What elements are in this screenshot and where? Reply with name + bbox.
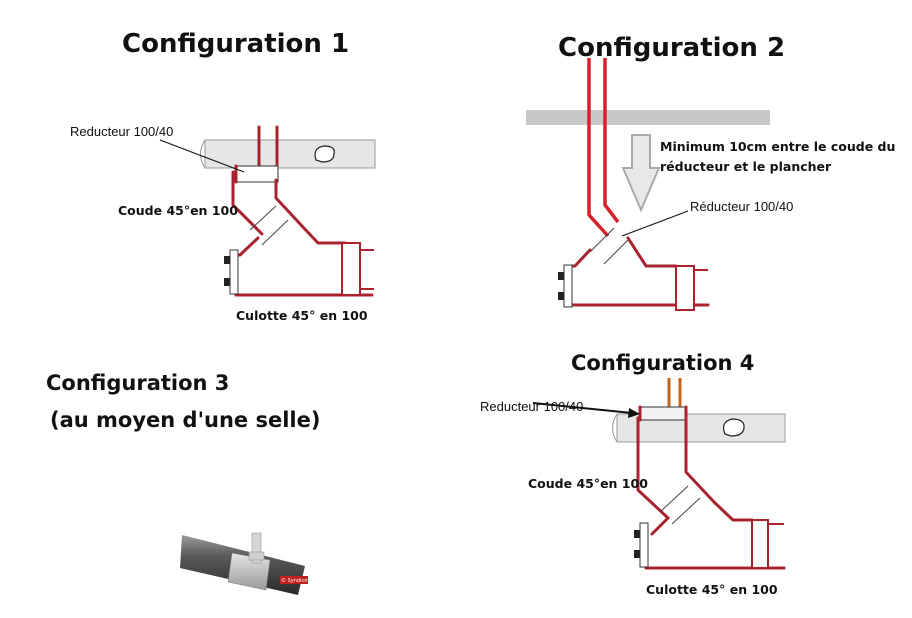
config-1-elbow-label: Coude 45°en 100 bbox=[118, 203, 238, 218]
config-2-reducer-label: Réducteur 100/40 bbox=[690, 199, 793, 214]
config-3-title-line2: (au moyen d'une selle) bbox=[50, 408, 320, 432]
config-4-title: Configuration 4 bbox=[571, 351, 754, 375]
config-4-wye-label: Culotte 45° en 100 bbox=[646, 582, 778, 597]
config-1-reducer-leader bbox=[159, 139, 245, 173]
config-4-reducer bbox=[638, 405, 688, 422]
config-4-flue-pipes bbox=[667, 378, 682, 412]
config-2-wye bbox=[558, 236, 710, 311]
config-2-ceiling-slab bbox=[526, 110, 770, 125]
config-1-elbow-wye bbox=[224, 170, 374, 297]
config-3-watermark: © Syndicme03.fr bbox=[281, 577, 325, 584]
config-4: Configuration 4 bbox=[480, 351, 786, 597]
config-1: Configuration 1 bbox=[70, 29, 376, 323]
config-3: Configuration 3 (au moyen d'une selle) bbox=[46, 371, 325, 595]
config-3-title-line1: Configuration 3 bbox=[46, 371, 229, 395]
config-2: Configuration 2 Minimum bbox=[526, 33, 895, 311]
config-2-reducer-leader bbox=[621, 210, 689, 237]
config-1-reducer-label: Reducteur 100/40 bbox=[70, 124, 173, 139]
config-2-note-line2: réducteur et le plancher bbox=[660, 159, 832, 174]
config-2-flue-pipes bbox=[587, 58, 620, 238]
config-1-wye-label: Culotte 45° en 100 bbox=[236, 308, 368, 323]
config-1-floor-slab bbox=[200, 139, 376, 169]
config-4-elbow-label: Coude 45°en 100 bbox=[528, 476, 648, 491]
config-3-saddle-photo: © Syndicme03.fr bbox=[180, 532, 325, 595]
rubble-icon bbox=[314, 145, 335, 163]
config-4-reducer-arrow bbox=[532, 402, 640, 418]
config-2-title: Configuration 2 bbox=[558, 33, 785, 63]
config-1-title: Configuration 1 bbox=[122, 29, 349, 59]
config-2-note-line1: Minimum 10cm entre le coude du bbox=[660, 139, 895, 154]
config-4-reducer-label: Reducteur 100/40 bbox=[480, 399, 583, 414]
config-2-down-arrow-icon bbox=[621, 134, 661, 213]
config-4-elbow-wye bbox=[634, 416, 786, 570]
config-2-reducer bbox=[589, 227, 629, 265]
rubble-icon bbox=[722, 418, 745, 437]
